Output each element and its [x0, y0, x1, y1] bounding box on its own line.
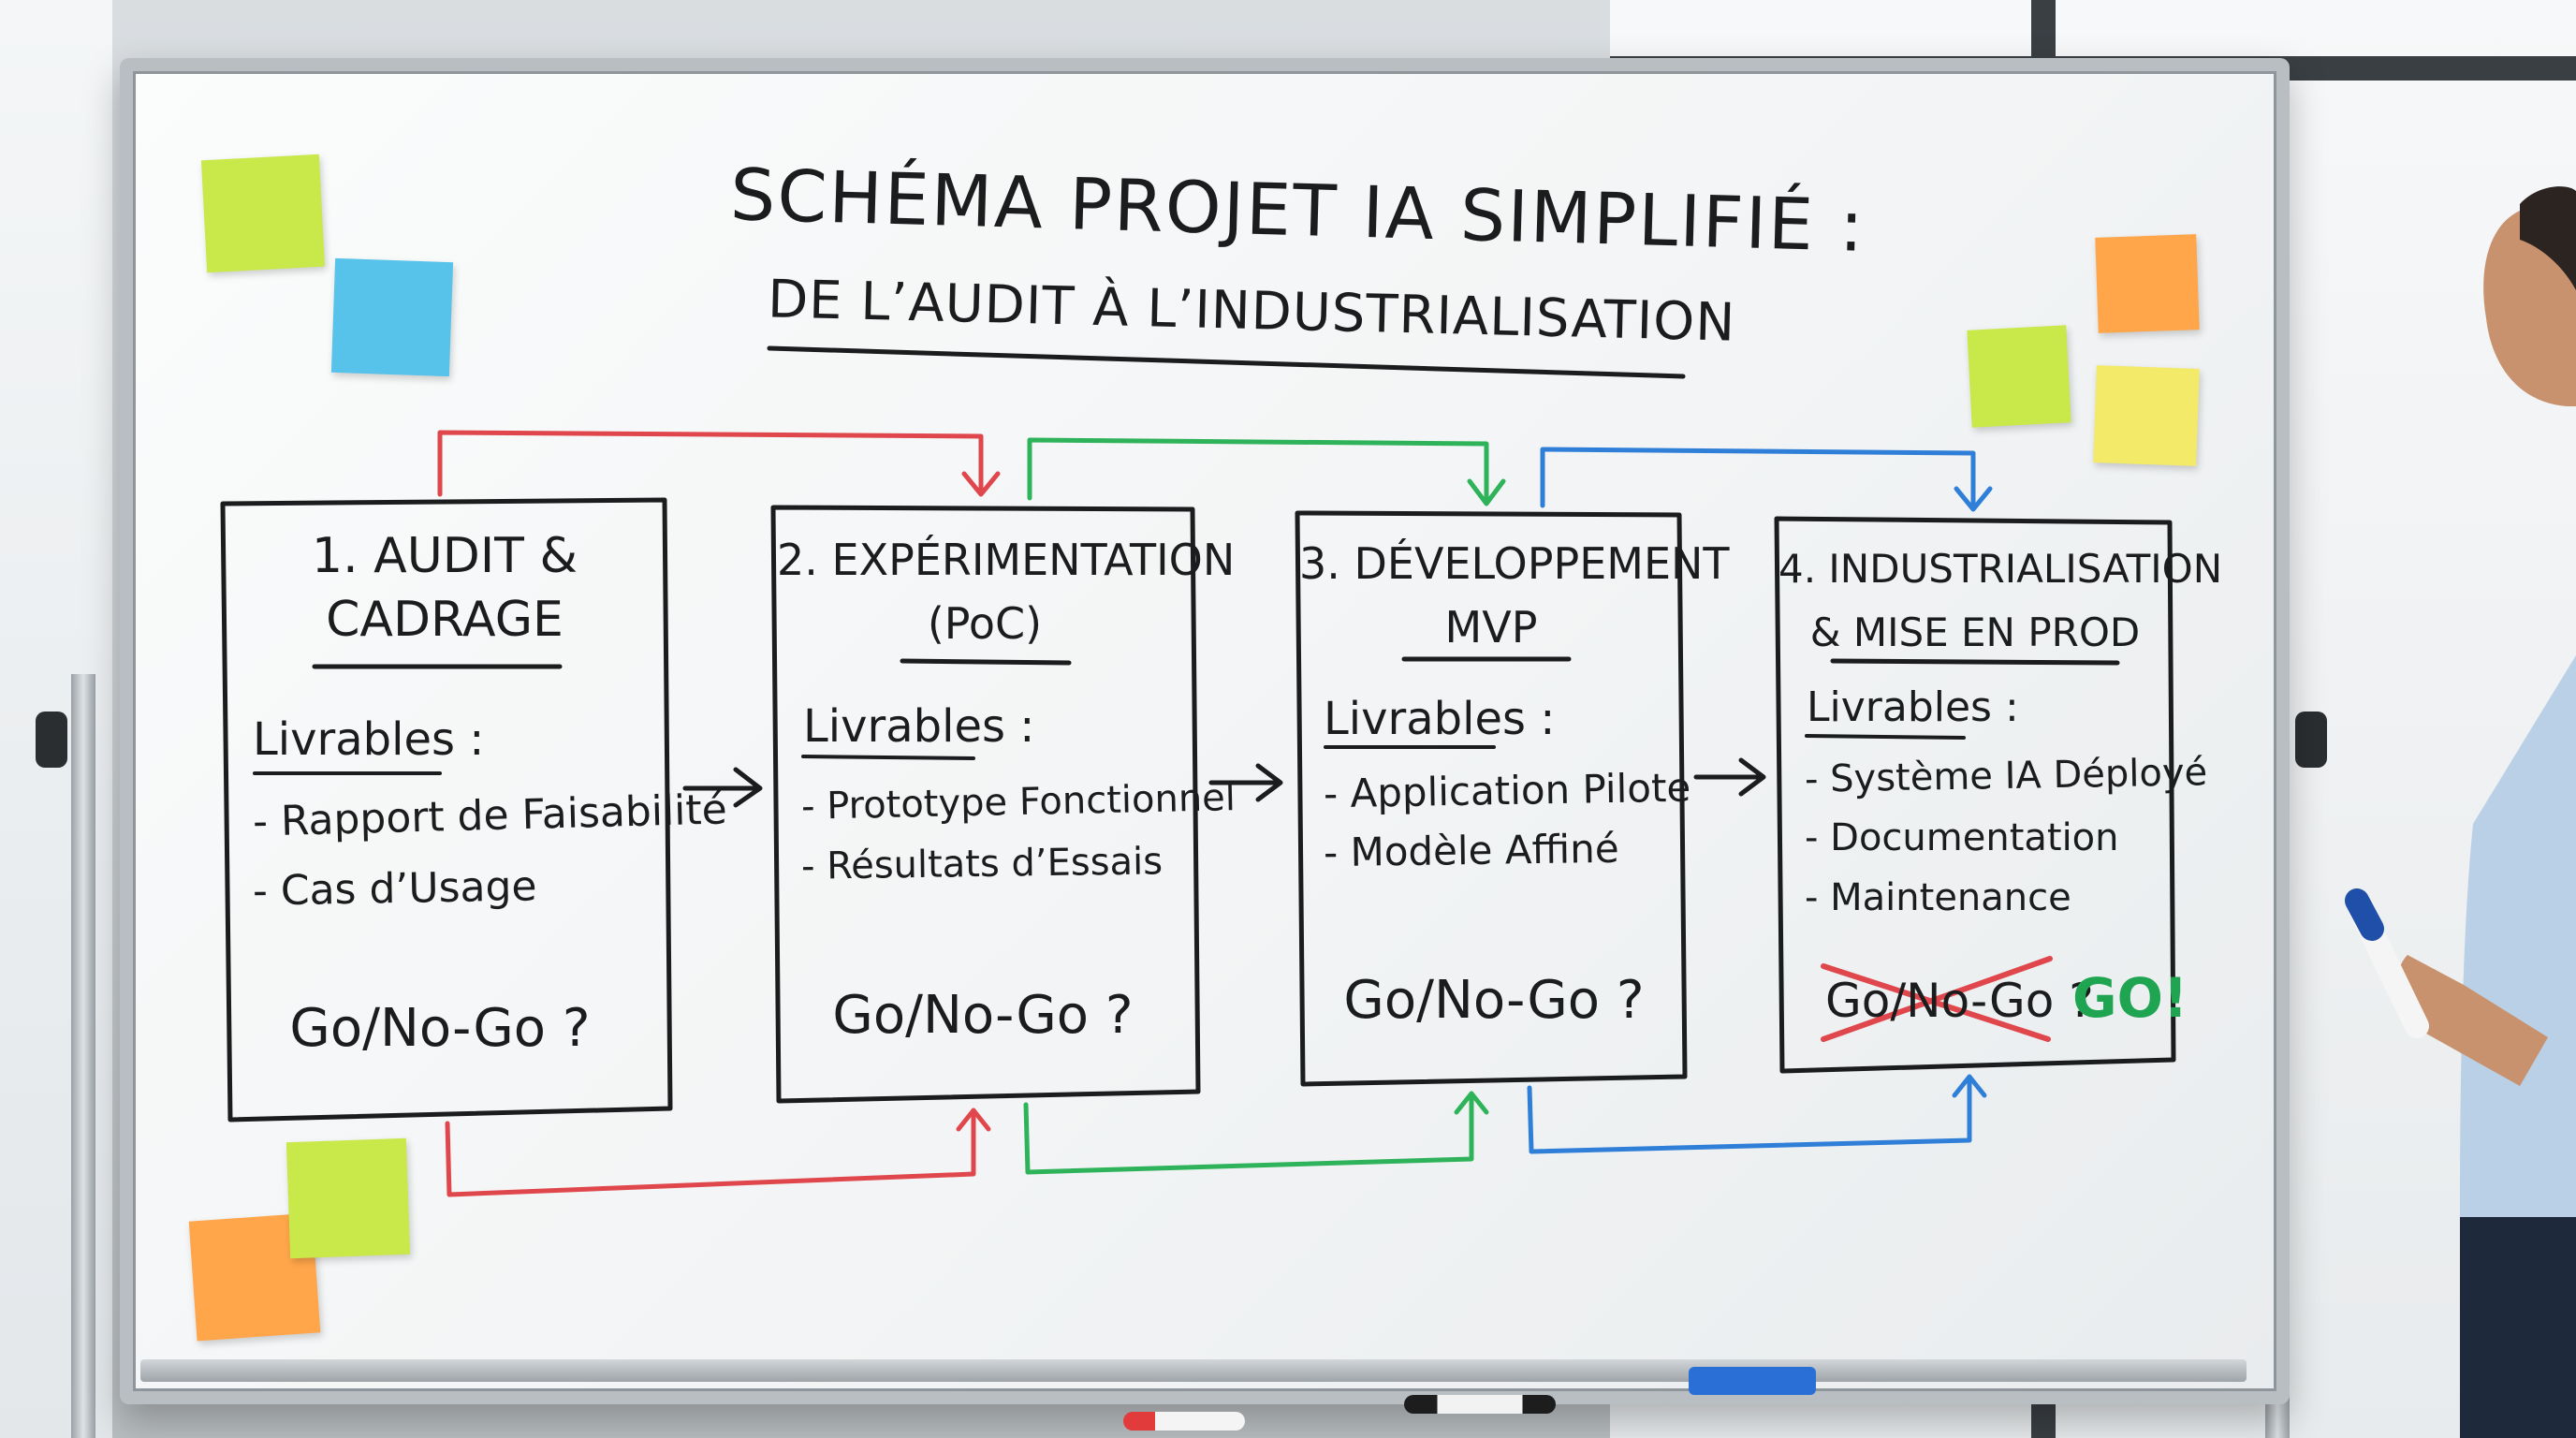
blue-loop-bottom	[1527, 1074, 1987, 1154]
presenter-person	[2345, 186, 2576, 1438]
arrow-1-to-2	[682, 767, 763, 808]
strike-mark-1	[1821, 963, 2051, 1042]
stage-4-go-final: GO!	[2072, 966, 2188, 1030]
stage-1-item-2: - Cas d’Usage	[252, 862, 537, 916]
whiteboard-eraser[interactable]	[1689, 1367, 1816, 1395]
black-marker[interactable]	[1404, 1395, 1556, 1414]
stage-4-title-line1: 4. INDUSTRIALISATION	[1778, 546, 2223, 592]
stage-3-livrables: Livrables :	[1324, 693, 1556, 745]
stage-1-title-line2: CADRAGE	[326, 592, 564, 648]
stage-1-livrables: Livrables :	[253, 713, 485, 766]
stage-2-title-line2: (PoC)	[927, 598, 1043, 649]
stage-1-title-line1: 1. AUDIT &	[312, 528, 578, 584]
green-loop-top	[1027, 437, 1506, 506]
livrables-underline-2	[801, 755, 975, 760]
stage-1-box	[220, 497, 673, 1123]
stage-3-title-line1: 3. DÉVELOPPEMENT	[1299, 538, 1730, 589]
red-loop-bottom	[445, 1108, 991, 1197]
red-marker[interactable]	[1123, 1412, 1245, 1431]
title-underline	[767, 345, 1686, 379]
arrow-3-to-4	[1693, 757, 1766, 797]
stage-4-title: 4. INDUSTRIALISATION & MISE EN PROD	[1778, 537, 2223, 665]
stand-knob-right	[2295, 712, 2327, 768]
stage-4-decision-crossed: Go/No-Go ?	[1825, 974, 2094, 1028]
stage-3-item-2: - Modèle Affiné	[1323, 825, 1619, 876]
red-loop-top	[437, 430, 1001, 497]
stage-2-item-1: - Prototype Fonctionnel	[800, 776, 1237, 829]
arrow-2-to-3	[1208, 763, 1283, 802]
marker-tray	[140, 1359, 2247, 1382]
stage-3-item-1: - Application Pilote	[1323, 764, 1691, 817]
stage-2-item-2: - Résultats d’Essais	[800, 840, 1164, 888]
blue-loop-top	[1540, 447, 1993, 512]
stage-3-title: 3. DÉVELOPPEMENT MVP	[1299, 532, 1730, 659]
stage-2-box	[770, 505, 1201, 1104]
stage-4-title-line2: & MISE EN PROD	[1809, 609, 2141, 655]
stand-leg-left	[71, 674, 95, 1438]
stage-4-item-1: - Système IA Déployé	[1804, 751, 2208, 801]
stage-2-title-underline	[900, 658, 1072, 666]
stage-2-title: 2. EXPÉRIMENTATION (PoC)	[777, 528, 1236, 655]
stage-1-title: 1. AUDIT & CADRAGE	[243, 524, 646, 652]
livrables-underline-4	[1805, 734, 1966, 740]
strike-mark-2	[1821, 956, 2053, 1042]
stage-3-box	[1295, 510, 1688, 1087]
stage-4-item-3: - Maintenance	[1805, 876, 2071, 919]
stage-4-box	[1774, 516, 2176, 1074]
stage-3-title-line2: MVP	[1444, 602, 1538, 653]
stage-2-livrables: Livrables :	[803, 700, 1035, 753]
stage-2-title-line1: 2. EXPÉRIMENTATION	[777, 535, 1236, 585]
stage-4-livrables: Livrables :	[1807, 683, 2019, 731]
whiteboard	[120, 58, 2290, 1404]
stage-4-item-2: - Documentation	[1805, 816, 2119, 859]
stage-3-decision: Go/No-Go ?	[1343, 970, 1645, 1031]
stage-4-title-underline	[1830, 658, 2120, 666]
stand-knob-left	[36, 712, 67, 768]
green-loop-bottom	[1023, 1091, 1489, 1175]
stage-1-decision: Go/No-Go ?	[289, 998, 591, 1059]
stage-2-decision: Go/No-Go ?	[832, 985, 1134, 1046]
